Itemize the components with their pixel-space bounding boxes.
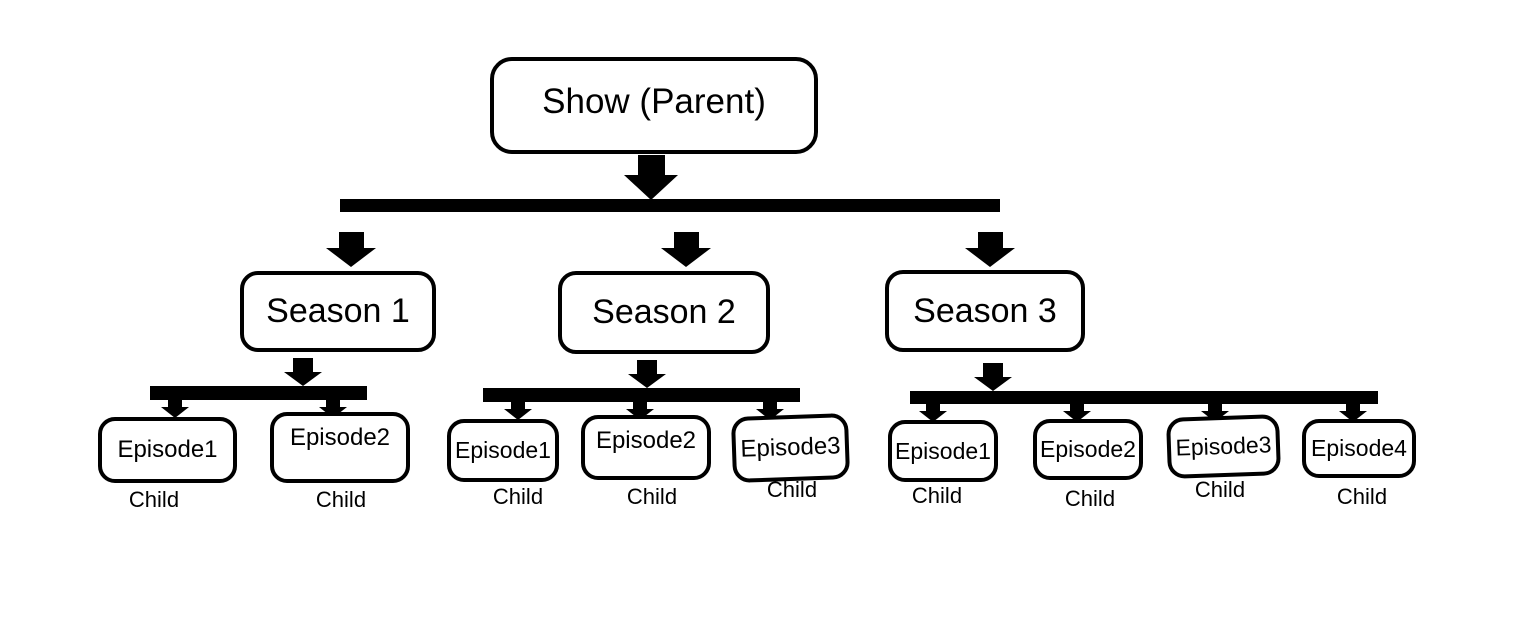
arrow-stem: [763, 402, 777, 409]
node-show-parent-label: Show (Parent): [542, 81, 766, 121]
node-season2-episode3: Episode3: [730, 412, 851, 484]
arrow-head: [661, 248, 711, 267]
arrow-stem: [338, 232, 364, 248]
child-caption: Child: [911, 483, 963, 508]
child-caption: Child: [315, 487, 367, 512]
node-season-2: Season 2: [558, 271, 770, 354]
node-season3-episode4: Episode4: [1302, 419, 1416, 478]
arrow-head: [326, 248, 376, 267]
down-arrow: [661, 232, 711, 267]
episode-label: Episode1: [117, 436, 218, 463]
arrow-head: [965, 248, 1015, 267]
node-season3-episode1: Episode1: [888, 420, 998, 482]
episode-label: Episode2: [595, 427, 697, 454]
node-season-2-label: Season 2: [592, 293, 736, 331]
node-season2-episode2: Episode2: [581, 415, 711, 480]
node-season-3-label: Season 3: [913, 291, 1057, 330]
episode-label: Episode4: [1311, 435, 1407, 461]
child-caption: Child: [128, 487, 180, 512]
child-caption: Child: [626, 484, 678, 509]
down-arrow: [284, 358, 322, 386]
node-show-parent: Show (Parent): [490, 57, 818, 154]
episode-label: Episode2: [289, 424, 391, 451]
node-season1-episode2: Episode2: [270, 412, 410, 483]
arrow-stem: [293, 358, 313, 372]
down-arrow: [628, 360, 666, 388]
arrow-stem: [633, 402, 647, 409]
down-arrow: [161, 400, 189, 418]
episode-label: Episode1: [895, 437, 991, 464]
arrow-head: [161, 407, 189, 418]
arrow-stem: [168, 400, 182, 407]
down-arrow: [756, 402, 784, 420]
arrow-head: [624, 175, 678, 200]
arrow-head: [919, 411, 947, 422]
down-arrow: [1063, 404, 1091, 422]
arrow-stem: [926, 404, 940, 411]
down-arrow: [919, 404, 947, 422]
arrow-stem: [1346, 404, 1360, 411]
arrow-stem: [637, 360, 657, 374]
arrow-head: [504, 409, 532, 420]
child-caption: Child: [1064, 486, 1116, 511]
down-arrow: [1339, 404, 1367, 422]
arrow-stem: [673, 232, 699, 248]
episode-label: Episode3: [1175, 431, 1272, 461]
arrow-head: [1339, 411, 1367, 422]
node-season2-episode1: Episode1: [447, 419, 559, 482]
arrow-stem: [983, 363, 1003, 377]
arrow-head: [628, 374, 666, 388]
arrow-stem: [511, 402, 525, 409]
down-arrow: [504, 402, 532, 420]
arrow-stem: [1208, 404, 1222, 411]
connector-bar-season-1: [150, 386, 367, 400]
down-arrow: [974, 363, 1012, 391]
episode-label: Episode1: [455, 437, 551, 463]
down-arrow: [326, 232, 376, 267]
node-season1-episode1: Episode1: [98, 417, 237, 483]
arrow-head: [284, 372, 322, 386]
connector-bar-season-2: [483, 388, 800, 402]
down-arrow: [626, 402, 654, 420]
connector-bar-root: [340, 199, 1000, 212]
episode-label: Episode3: [739, 432, 841, 463]
arrow-head: [756, 409, 784, 420]
arrow-stem: [326, 400, 340, 407]
arrow-head: [974, 377, 1012, 391]
arrow-stem: [637, 155, 665, 175]
down-arrow: [624, 155, 678, 200]
node-season3-episode2: Episode2: [1033, 419, 1143, 480]
node-season-3: Season 3: [885, 270, 1085, 352]
arrow-head: [626, 409, 654, 420]
child-caption: Child: [492, 484, 544, 509]
child-caption: Child: [1194, 477, 1246, 502]
episode-label: Episode2: [1040, 436, 1136, 462]
arrow-head: [1063, 411, 1091, 422]
connector-bar-season-3: [910, 391, 1378, 404]
node-season-1-label: Season 1: [266, 292, 410, 330]
child-caption: Child: [766, 477, 818, 502]
arrow-stem: [1070, 404, 1084, 411]
node-season3-episode3: Episode3: [1165, 414, 1282, 479]
node-season-1: Season 1: [240, 271, 436, 352]
child-caption: Child: [1336, 484, 1388, 509]
down-arrow: [965, 232, 1015, 267]
arrow-stem: [977, 232, 1003, 248]
